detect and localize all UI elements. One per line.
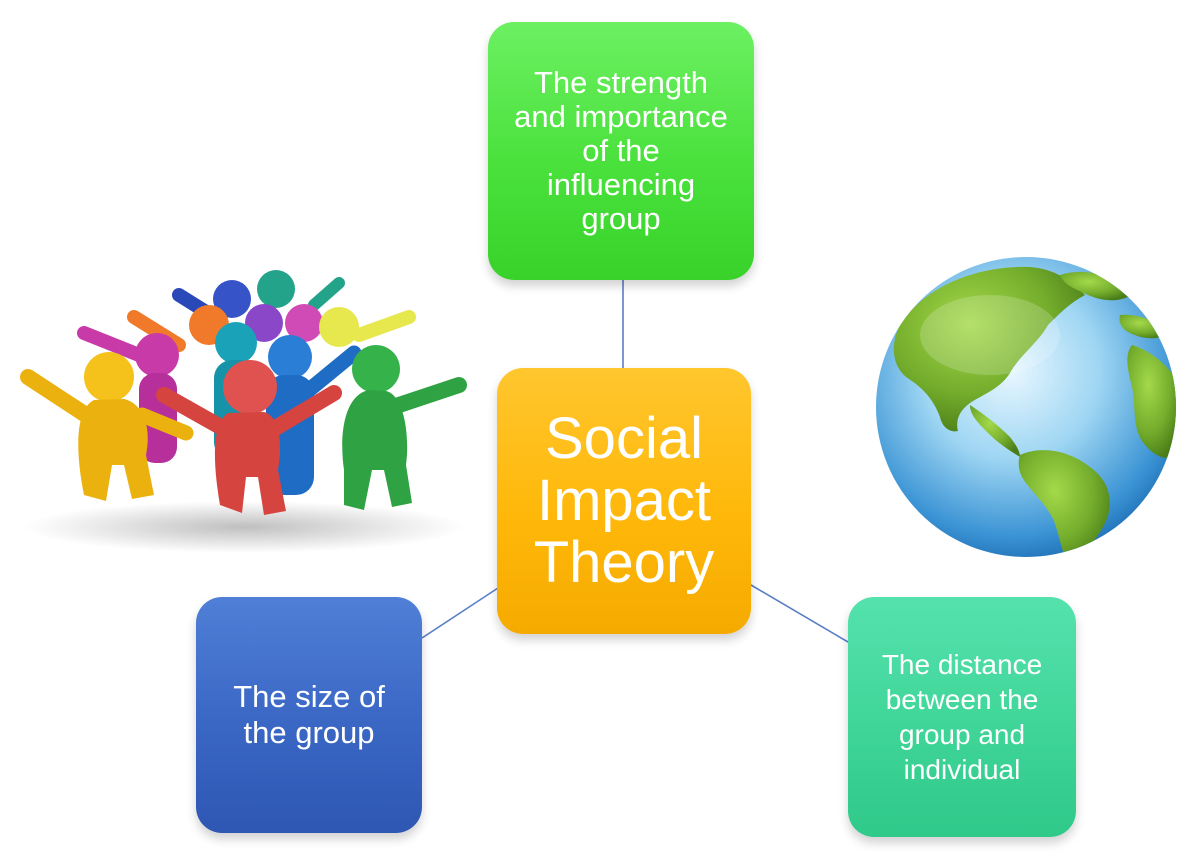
node-distance: The distance between the group and indiv… <box>848 597 1076 837</box>
node-center-label: Social Impact Theory <box>533 406 715 595</box>
node-size-of-group: The size of the group <box>196 597 422 833</box>
figure-yellow <box>20 352 194 501</box>
figure-red <box>156 360 342 515</box>
node-right-label: The distance between the group and indiv… <box>881 649 1043 785</box>
node-left-label: The size of the group <box>233 679 385 750</box>
node-social-impact-theory: Social Impact Theory <box>497 368 751 634</box>
connector-right <box>750 584 849 643</box>
figure-green <box>342 345 467 510</box>
connector-left <box>421 587 499 639</box>
globe-icon <box>876 257 1176 557</box>
node-top-label: The strength and importance of the influ… <box>514 65 728 236</box>
people-group-icon <box>20 270 467 553</box>
node-strength-importance: The strength and importance of the influ… <box>488 22 754 280</box>
